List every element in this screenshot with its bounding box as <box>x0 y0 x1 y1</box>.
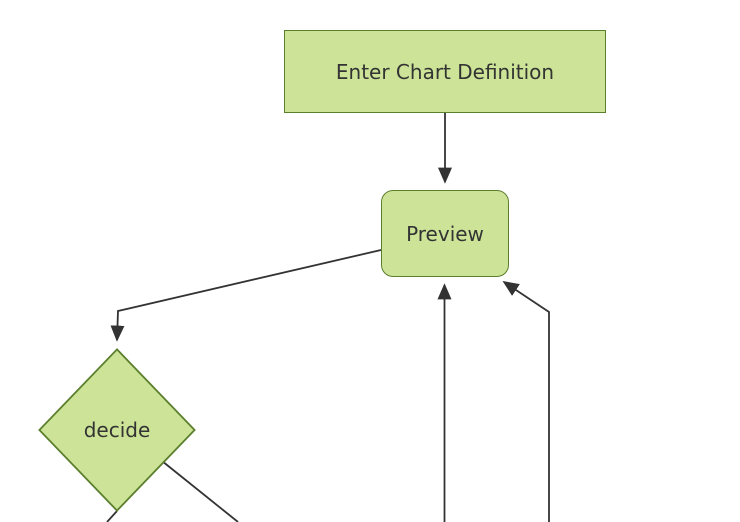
edge-decide-right-out <box>161 460 239 522</box>
node-decide[interactable]: decide <box>38 348 196 512</box>
edge-preview-to-decide <box>110 249 382 342</box>
edge-bottom-right-to-preview <box>502 281 550 522</box>
node-label-enter-chart-definition: Enter Chart Definition <box>335 59 555 84</box>
edge-decide-bottom-out <box>106 510 118 522</box>
node-preview[interactable]: Preview <box>381 190 509 277</box>
node-enter-chart-definition[interactable]: Enter Chart Definition <box>284 30 606 113</box>
node-label-preview: Preview <box>406 221 484 246</box>
node-label-decide: decide <box>83 418 151 442</box>
diamond-shape-decide <box>38 348 196 512</box>
